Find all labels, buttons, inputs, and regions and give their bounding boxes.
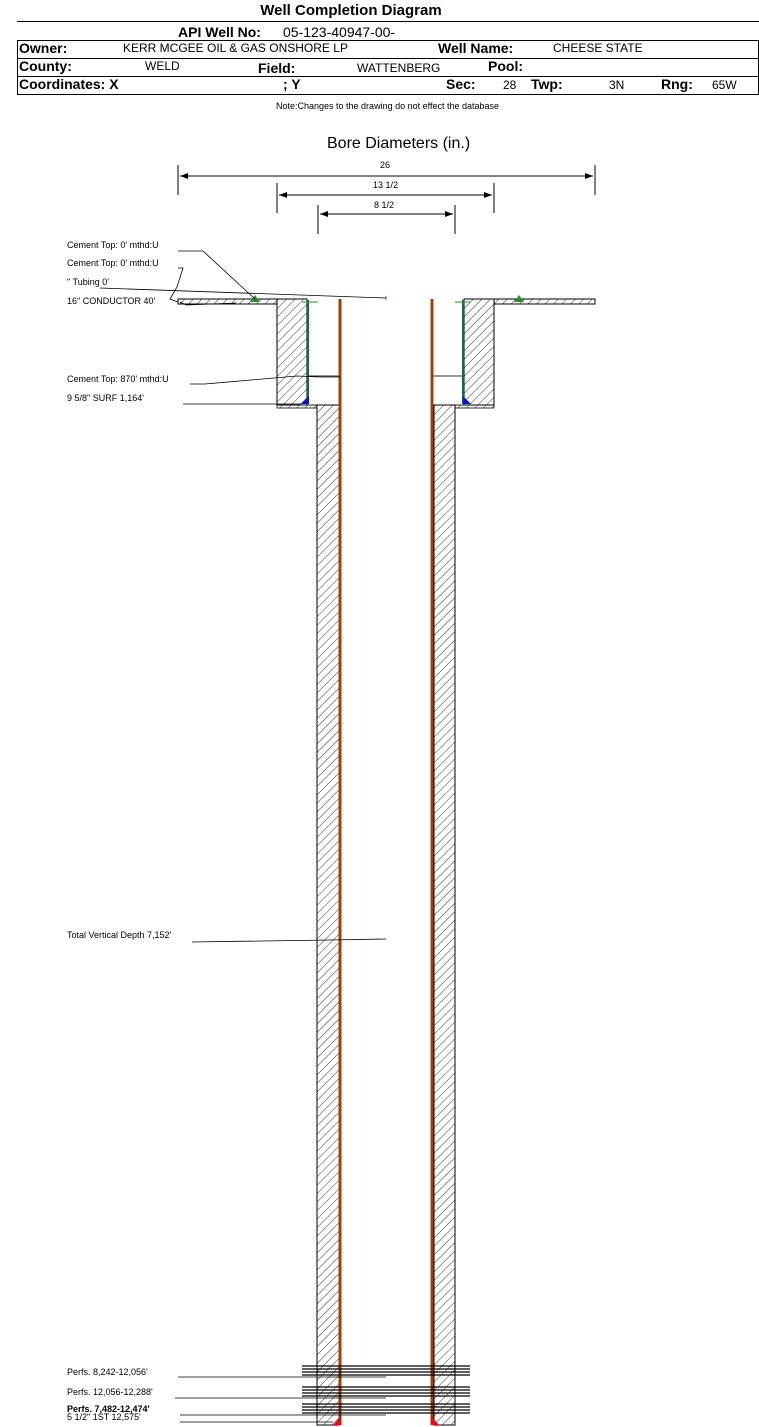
leader-tvd [191, 938, 387, 943]
database-note: Note:Changes to the drawing do not effec… [276, 101, 499, 111]
surface-shoe-left [301, 396, 309, 404]
label-cement-top-1: Cement Top: 0' mthd:U [67, 240, 159, 250]
owner-value: KERR MCGEE OIL & GAS ONSHORE LP [123, 41, 348, 55]
cement-top-marker-right [514, 295, 524, 302]
label-production-casing: 5 1/2" 1ST 12,575' [67, 1412, 141, 1422]
rng-value: 65W [712, 78, 737, 92]
leader-conductor [179, 301, 237, 306]
leader-cement-top-1 [178, 250, 256, 300]
county-label: County: [19, 58, 72, 74]
perforations [302, 1365, 470, 1414]
label-cement-top-2: Cement Top: 0' mthd:U [67, 258, 159, 268]
header-left-border [17, 40, 18, 94]
label-perfs-3: Perfs. 7,482-12,474' [67, 1404, 150, 1414]
coordinates-label: Coordinates: X [19, 76, 119, 92]
surface-shoe-right [463, 396, 471, 404]
leader-tubing [99, 287, 387, 299]
sec-label: Sec: [446, 76, 476, 92]
twp-value: 3N [609, 78, 625, 92]
label-conductor: 16" CONDUCTOR 40' [67, 296, 156, 306]
diagram-title: Well Completion Diagram [260, 2, 442, 19]
leader-cement-top-3 [190, 375, 340, 385]
coordinates-y-label: ; Y [283, 76, 301, 92]
well-name-label: Well Name: [438, 40, 514, 56]
sec-value: 28 [503, 78, 517, 92]
label-total-vertical-depth: Total Vertical Depth 7,152' [67, 930, 172, 940]
header-top-rule [17, 21, 759, 22]
production-casing-cement [306, 375, 465, 1426]
twp-label: Twp: [531, 76, 563, 92]
label-tubing: " Tubing 0' [67, 277, 109, 287]
header-bottom-rule [17, 94, 759, 95]
label-cement-top-3: Cement Top: 870' mthd:U [67, 374, 169, 384]
field-label: Field: [258, 60, 296, 76]
bore-diameter-13-1-2: 13 1/2 [373, 180, 399, 190]
header-rule-2 [17, 58, 759, 59]
header-rule-1 [17, 40, 759, 41]
label-perfs-2: Perfs. 12,056-12,288' [67, 1387, 153, 1397]
bore-diameters-title: Bore Diameters (in.) [327, 135, 471, 152]
leader-cement-top-2 [169, 267, 184, 303]
leader-lines [99, 250, 387, 1423]
production-shoe-left [333, 1416, 341, 1425]
bore-diameter-8-1-2: 8 1/2 [374, 200, 395, 210]
header-rule-3 [17, 76, 759, 77]
production-shoe-right [431, 1416, 439, 1425]
api-value: 05-123-40947-00- [283, 24, 396, 40]
bore-diameter-26: 26 [380, 160, 391, 170]
county-value: WELD [145, 59, 180, 73]
bore-dimension-lines [177, 165, 596, 234]
label-surface-casing: 9 5/8" SURF 1,164' [67, 393, 144, 403]
rng-label: Rng: [661, 76, 693, 92]
api-label: API Well No: [178, 24, 261, 40]
label-perfs-1: Perfs. 8,242-12,056' [67, 1367, 148, 1377]
pool-label: Pool: [488, 58, 523, 74]
well-name-value: CHEESE STATE [553, 41, 643, 55]
field-value: WATTENBERG [357, 61, 441, 75]
owner-label: Owner: [19, 40, 68, 56]
